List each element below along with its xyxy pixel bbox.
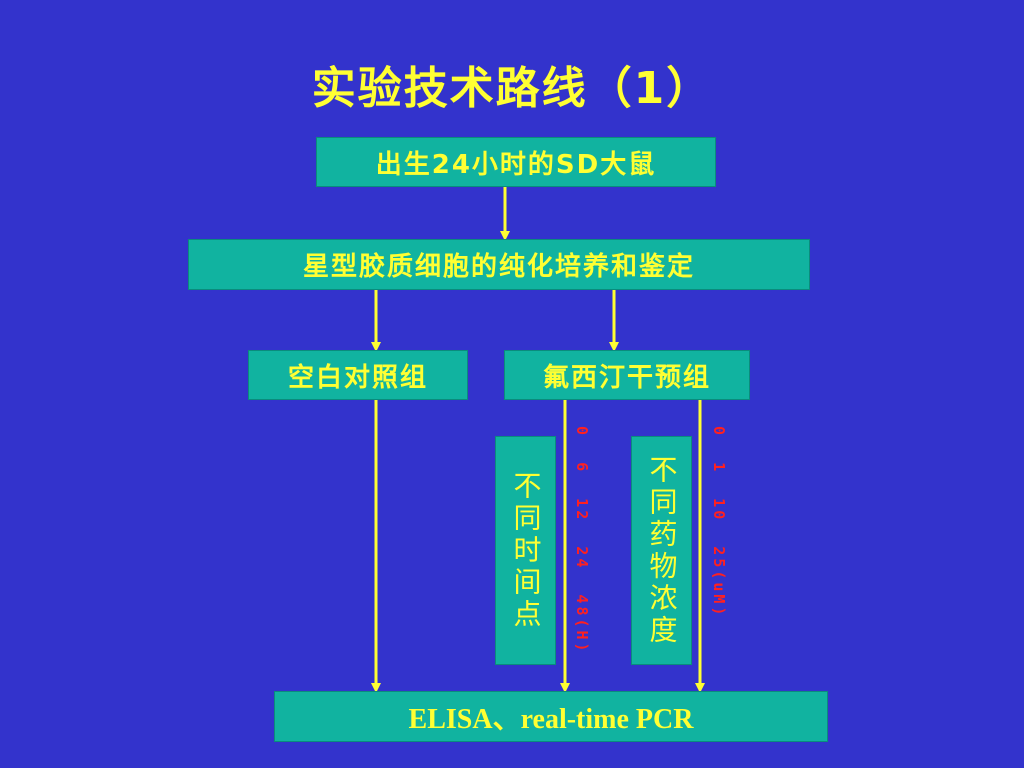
concentration-values-label: 0 1 10 25(uM) bbox=[710, 426, 728, 619]
slide-title: 实验技术路线（1） bbox=[311, 63, 713, 114]
culture-node: 星型胶质细胞的纯化培养和鉴定 bbox=[188, 239, 810, 290]
source-node: 出生24小时的SD大鼠 bbox=[316, 137, 716, 187]
treatment-group-node: 氟西汀干预组 bbox=[504, 350, 750, 400]
assay-node: ELISA、real-time PCR bbox=[274, 691, 828, 742]
control-group-node: 空白对照组 bbox=[248, 350, 468, 400]
timepoint-values-label: 0 6 12 24 48(H) bbox=[573, 426, 591, 655]
timepoints-node: 不同时间点 bbox=[495, 436, 556, 665]
concentrations-node: 不同药物浓度 bbox=[631, 436, 692, 665]
